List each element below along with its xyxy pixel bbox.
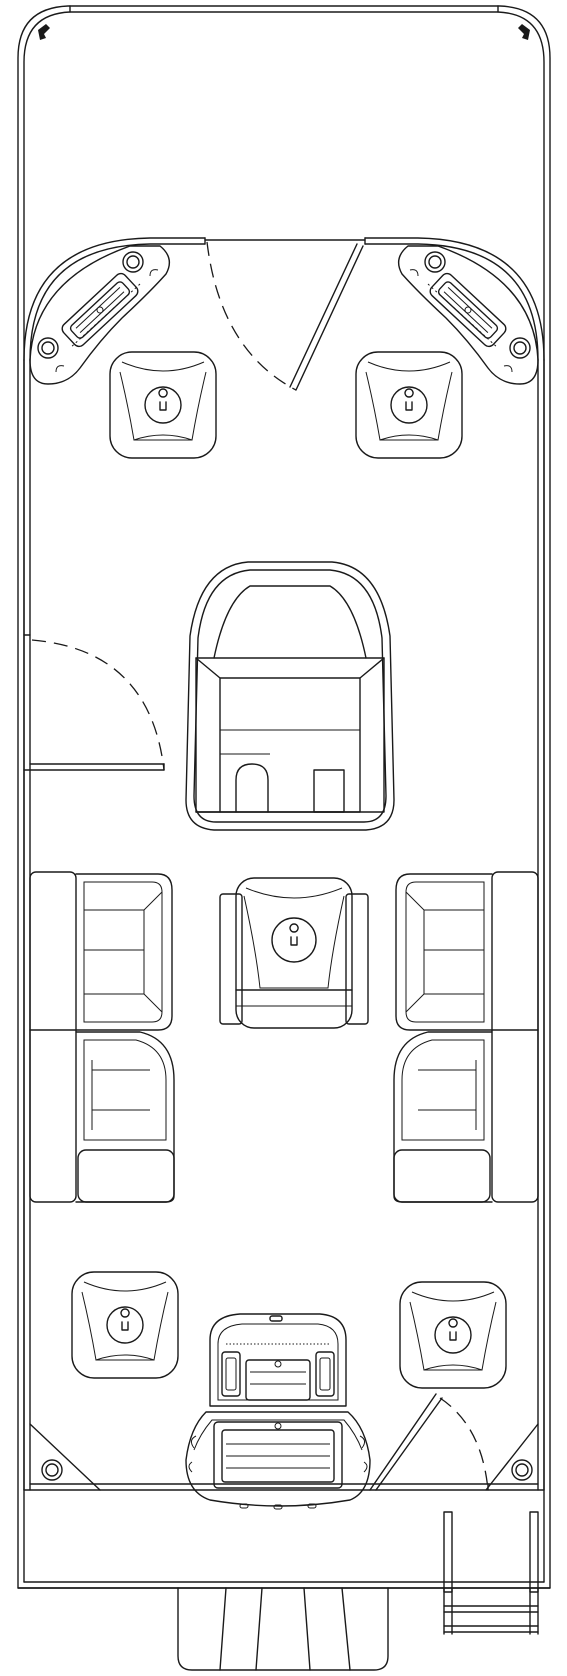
aft-corner-port xyxy=(29,1423,101,1491)
aft-gate xyxy=(369,1393,489,1491)
swim-ladder xyxy=(443,1511,539,1635)
bow-lounge-port xyxy=(29,245,171,385)
bow-chair-starboard xyxy=(355,351,463,459)
aft-chair-port xyxy=(71,1271,179,1379)
motor-pod xyxy=(177,1587,389,1671)
cleat-icon xyxy=(38,24,530,40)
fence-rail xyxy=(23,237,545,1491)
aft-chair-starboard xyxy=(399,1281,507,1389)
aft-bench xyxy=(185,1313,371,1510)
aft-corner-starboard xyxy=(485,1423,539,1491)
bow-gate xyxy=(204,239,366,391)
bow-chair-port xyxy=(109,351,217,459)
helm-chair xyxy=(219,877,369,1029)
mid-lounge-starboard xyxy=(393,871,539,1203)
side-gate xyxy=(23,634,165,771)
mid-lounge-port xyxy=(29,871,175,1203)
deck-outline xyxy=(17,5,551,1589)
bow-lounge-starboard xyxy=(397,245,539,385)
helm-console xyxy=(185,561,395,831)
